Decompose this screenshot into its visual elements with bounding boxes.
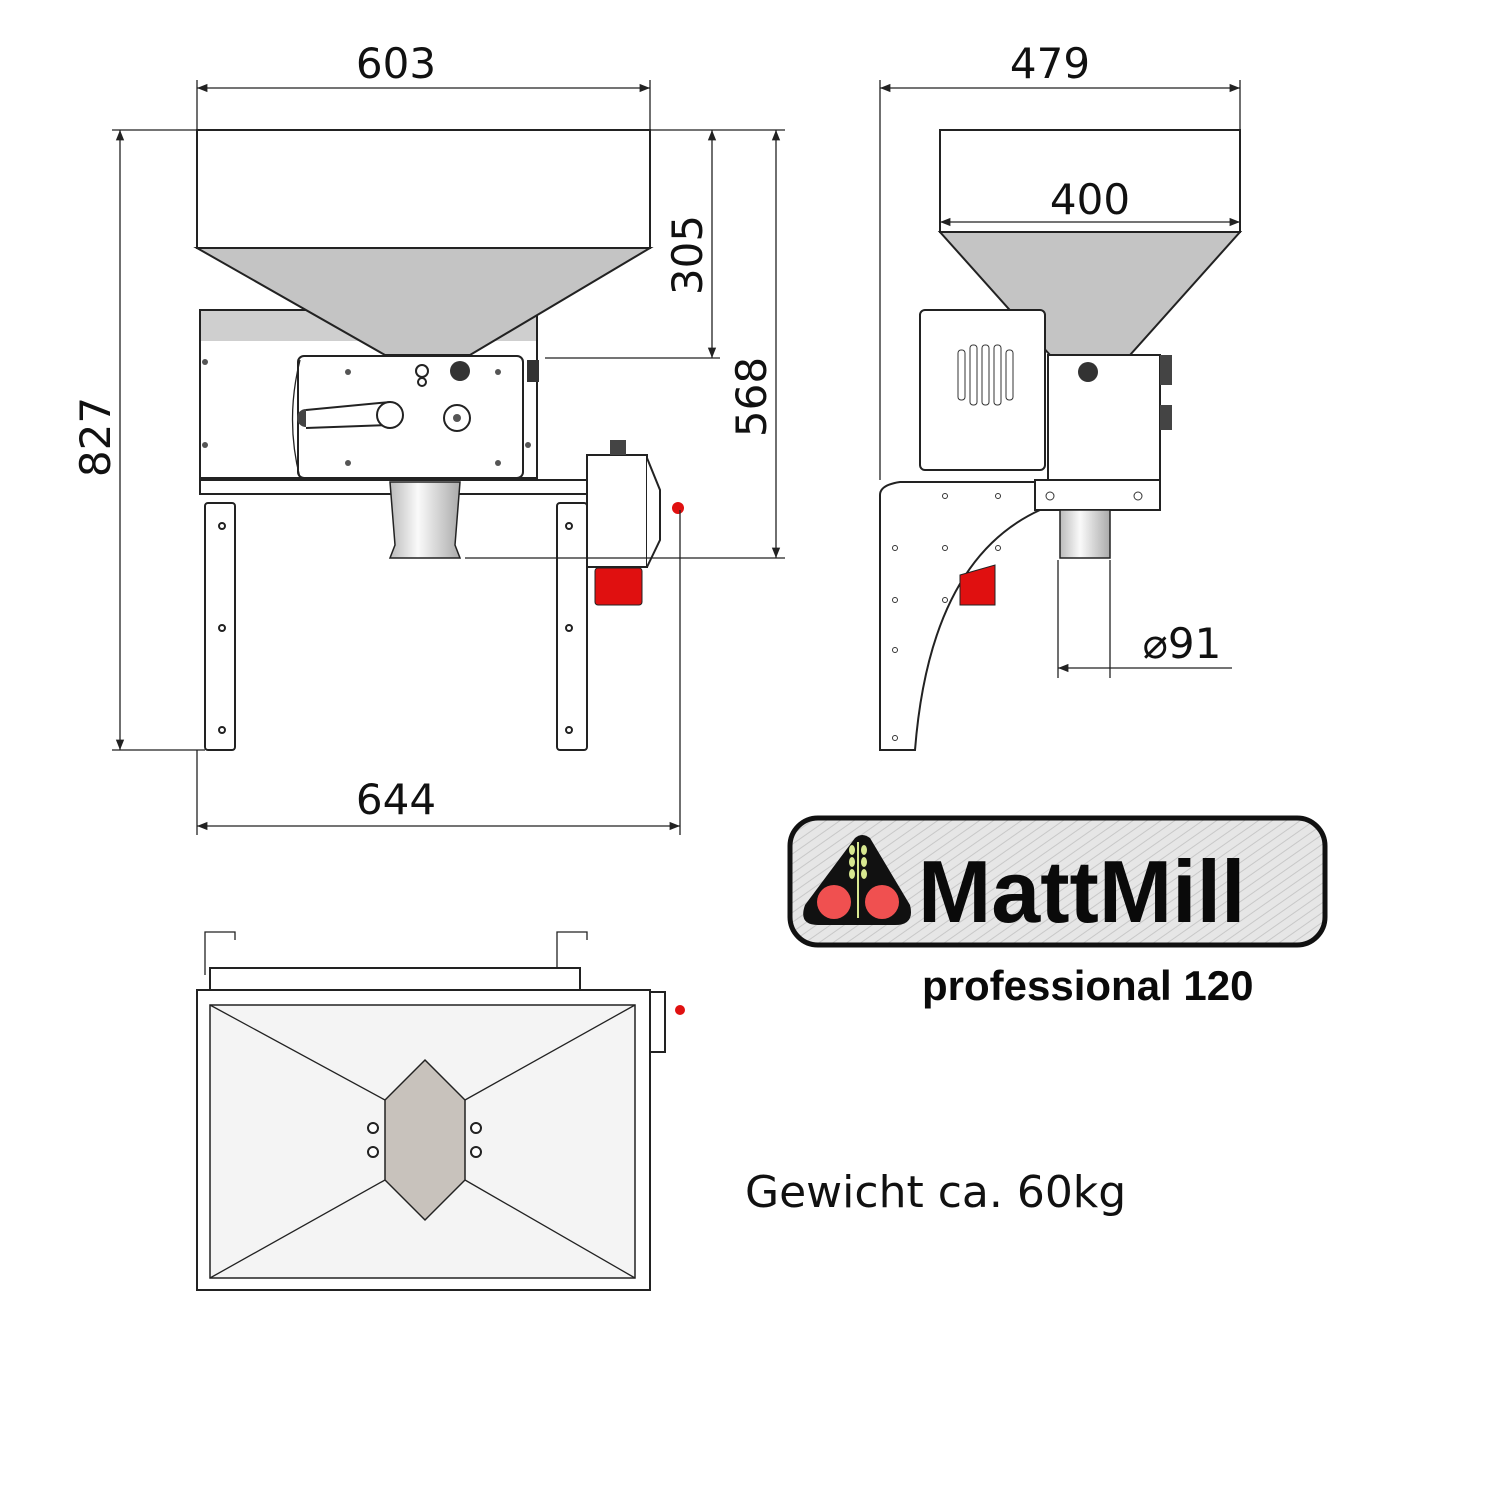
dim-side-width: 479 xyxy=(1010,39,1090,88)
dim-total-height: 827 xyxy=(71,397,120,477)
side-view xyxy=(879,129,1243,751)
mattmill-logo: MattMill professional 120 xyxy=(787,815,1328,1009)
weight-note: Gewicht ca. 60kg xyxy=(745,1167,1126,1218)
logo-model: professional 120 xyxy=(922,962,1253,1009)
dim-front-width-top: 603 xyxy=(356,39,436,88)
dim-hopper-width-side: 400 xyxy=(1050,175,1130,224)
dim-hopper-height: 305 xyxy=(663,215,712,295)
dim-front-width-bottom: 644 xyxy=(356,775,436,824)
dim-outlet-height: 568 xyxy=(727,357,776,437)
top-view xyxy=(196,931,685,1291)
dim-outlet-diameter: ⌀91 xyxy=(1143,619,1222,668)
dimension-lines: 603 479 400 305 568 827 644 ⌀91 xyxy=(71,39,1241,835)
front-view xyxy=(193,129,684,751)
logo-brand: MattMill xyxy=(918,842,1246,941)
